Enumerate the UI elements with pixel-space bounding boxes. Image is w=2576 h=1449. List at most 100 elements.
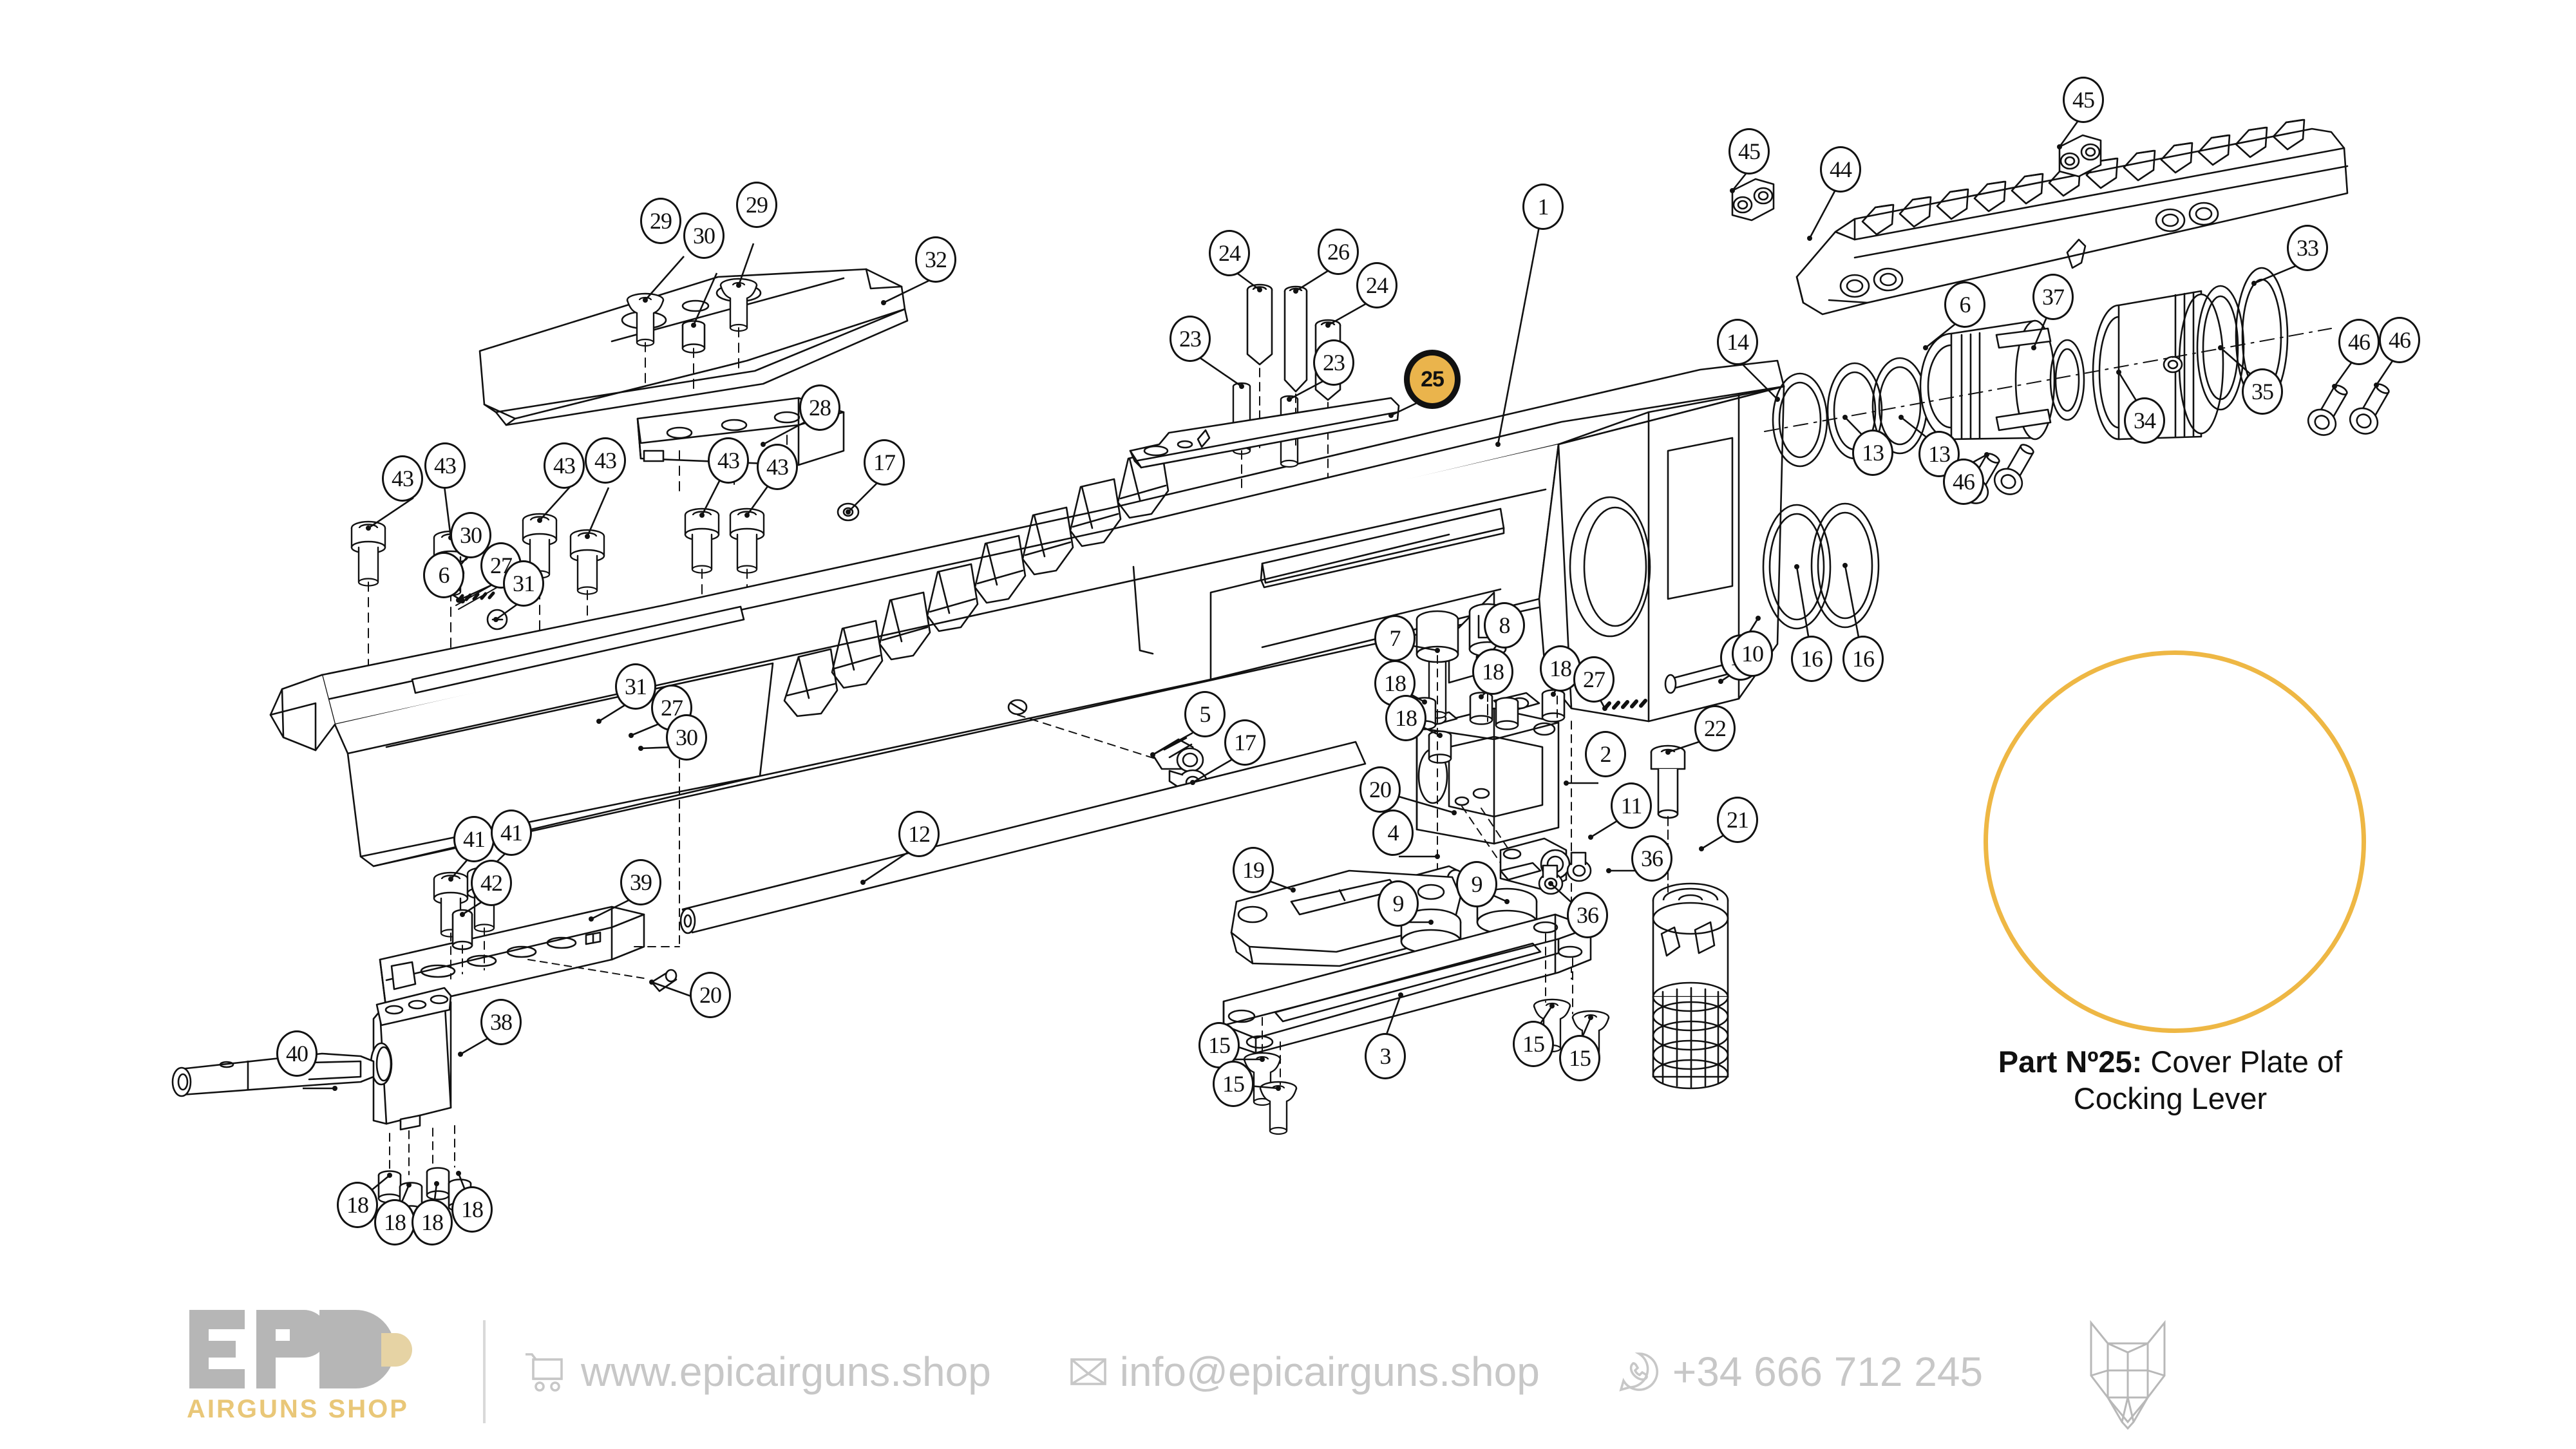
part-6-regulator bbox=[1919, 319, 2056, 440]
callout-7[interactable]: 7 bbox=[1374, 615, 1416, 661]
callout-leader bbox=[848, 482, 878, 513]
callout-18[interactable]: 18 bbox=[337, 1182, 378, 1228]
callout-15[interactable]: 15 bbox=[1513, 1021, 1554, 1067]
callout-33[interactable]: 33 bbox=[2287, 225, 2328, 271]
callout-leader-dot bbox=[2251, 281, 2257, 286]
callout-29[interactable]: 29 bbox=[736, 182, 777, 228]
callout-31[interactable]: 31 bbox=[615, 663, 656, 710]
callout-32[interactable]: 32 bbox=[915, 236, 956, 283]
email-text[interactable]: info@epicairguns.shop bbox=[1119, 1349, 1540, 1395]
callout-43[interactable]: 43 bbox=[585, 437, 626, 484]
callout-8[interactable]: 8 bbox=[1484, 602, 1525, 649]
callout-3[interactable]: 3 bbox=[1365, 1033, 1406, 1079]
callout-leader-dot bbox=[1730, 188, 1735, 193]
callout-25[interactable]: 25 bbox=[1404, 350, 1461, 409]
callout-16[interactable]: 16 bbox=[1791, 636, 1832, 682]
callout-leader-dot bbox=[448, 876, 453, 882]
detail-zoom-circle bbox=[1984, 650, 2366, 1033]
callout-17[interactable]: 17 bbox=[1224, 719, 1265, 766]
callout-leader-dot bbox=[643, 298, 648, 303]
footer-divider bbox=[483, 1320, 486, 1423]
phone-contact[interactable]: +34 666 712 245 bbox=[1617, 1348, 1983, 1396]
callout-35[interactable]: 35 bbox=[2242, 368, 2283, 415]
callout-41[interactable]: 41 bbox=[491, 810, 532, 856]
callout-6[interactable]: 6 bbox=[423, 552, 464, 598]
callout-4[interactable]: 4 bbox=[1372, 810, 1414, 856]
website-text[interactable]: www.epicairguns.shop bbox=[581, 1349, 991, 1395]
callout-39[interactable]: 39 bbox=[620, 859, 661, 905]
callout-37[interactable]: 37 bbox=[2032, 274, 2074, 320]
callout-46[interactable]: 46 bbox=[2379, 317, 2420, 363]
callout-31[interactable]: 31 bbox=[503, 560, 544, 607]
part-1-main-chassis bbox=[269, 359, 1785, 867]
callout-leader-dot bbox=[1842, 563, 1848, 568]
callout-44[interactable]: 44 bbox=[1820, 146, 1861, 193]
callout-14[interactable]: 14 bbox=[1717, 319, 1758, 365]
callout-17[interactable]: 17 bbox=[864, 439, 905, 486]
callout-9[interactable]: 9 bbox=[1456, 861, 1497, 907]
callout-1[interactable]: 1 bbox=[1522, 184, 1564, 230]
callout-43[interactable]: 43 bbox=[708, 437, 749, 484]
callout-36[interactable]: 36 bbox=[1567, 892, 1608, 938]
callout-40[interactable]: 40 bbox=[276, 1030, 317, 1077]
callout-12[interactable]: 12 bbox=[898, 811, 940, 857]
callout-leader-dot bbox=[1923, 345, 1928, 350]
callout-20[interactable]: 20 bbox=[690, 972, 731, 1018]
callout-6[interactable]: 6 bbox=[1944, 281, 1985, 328]
callout-18[interactable]: 18 bbox=[451, 1186, 493, 1233]
callout-11[interactable]: 11 bbox=[1611, 782, 1652, 829]
callout-leader bbox=[1289, 379, 1326, 401]
callout-24[interactable]: 24 bbox=[1356, 262, 1397, 308]
callout-18[interactable]: 18 bbox=[374, 1199, 415, 1245]
callout-23[interactable]: 23 bbox=[1313, 339, 1354, 386]
callout-16[interactable]: 16 bbox=[1842, 636, 1884, 682]
callout-20[interactable]: 20 bbox=[1359, 766, 1401, 813]
callout-29[interactable]: 29 bbox=[640, 198, 681, 244]
callout-45[interactable]: 45 bbox=[1728, 128, 1770, 175]
callout-46[interactable]: 46 bbox=[1943, 459, 1984, 505]
envelope-icon bbox=[1068, 1353, 1108, 1390]
email-contact[interactable]: info@epicairguns.shop bbox=[1068, 1348, 1540, 1396]
callout-9[interactable]: 9 bbox=[1378, 880, 1419, 927]
callout-leader-dot bbox=[1435, 854, 1440, 859]
callout-27[interactable]: 27 bbox=[1573, 656, 1615, 703]
callout-23[interactable]: 23 bbox=[1170, 316, 1211, 362]
callout-leader bbox=[1327, 301, 1368, 327]
callout-30[interactable]: 30 bbox=[666, 714, 707, 761]
detail-part-label-bold: Part Nº25: bbox=[1998, 1045, 2143, 1079]
callout-19[interactable]: 19 bbox=[1233, 847, 1274, 893]
callout-28[interactable]: 28 bbox=[799, 384, 840, 431]
callout-22[interactable]: 22 bbox=[1694, 705, 1736, 752]
callout-21[interactable]: 21 bbox=[1717, 797, 1758, 843]
callout-45[interactable]: 45 bbox=[2063, 77, 2104, 123]
callout-43[interactable]: 43 bbox=[544, 442, 585, 489]
callout-2[interactable]: 2 bbox=[1585, 731, 1626, 777]
phone-text[interactable]: +34 666 712 245 bbox=[1672, 1349, 1984, 1395]
callout-leader-dot bbox=[2116, 370, 2121, 375]
callout-36[interactable]: 36 bbox=[1631, 835, 1672, 882]
callout-46[interactable]: 46 bbox=[2338, 319, 2380, 365]
callout-leader-dot bbox=[458, 1052, 463, 1057]
callout-leader-dot bbox=[1699, 846, 1704, 851]
callout-34[interactable]: 34 bbox=[2124, 397, 2165, 444]
callout-30[interactable]: 30 bbox=[683, 213, 724, 259]
callout-13[interactable]: 13 bbox=[1852, 430, 1893, 476]
callout-38[interactable]: 38 bbox=[480, 999, 522, 1045]
callout-43[interactable]: 43 bbox=[424, 442, 466, 489]
callout-5[interactable]: 5 bbox=[1184, 691, 1226, 737]
callout-18[interactable]: 18 bbox=[1385, 695, 1426, 741]
website-contact[interactable]: www.epicairguns.shop bbox=[523, 1348, 991, 1396]
callout-41[interactable]: 41 bbox=[453, 816, 495, 862]
callout-10[interactable]: 10 bbox=[1732, 630, 1773, 677]
callout-18[interactable]: 18 bbox=[1472, 649, 1513, 695]
callout-42[interactable]: 42 bbox=[471, 860, 512, 906]
callout-18[interactable]: 18 bbox=[412, 1199, 453, 1245]
callout-leader bbox=[1192, 759, 1232, 784]
callout-26[interactable]: 26 bbox=[1318, 229, 1359, 275]
callout-15[interactable]: 15 bbox=[1213, 1061, 1254, 1107]
callout-24[interactable]: 24 bbox=[1209, 230, 1250, 276]
callout-15[interactable]: 15 bbox=[1559, 1035, 1600, 1081]
callout-43[interactable]: 43 bbox=[757, 444, 798, 490]
callout-leader-dot bbox=[1718, 679, 1723, 684]
callout-43[interactable]: 43 bbox=[382, 455, 423, 502]
